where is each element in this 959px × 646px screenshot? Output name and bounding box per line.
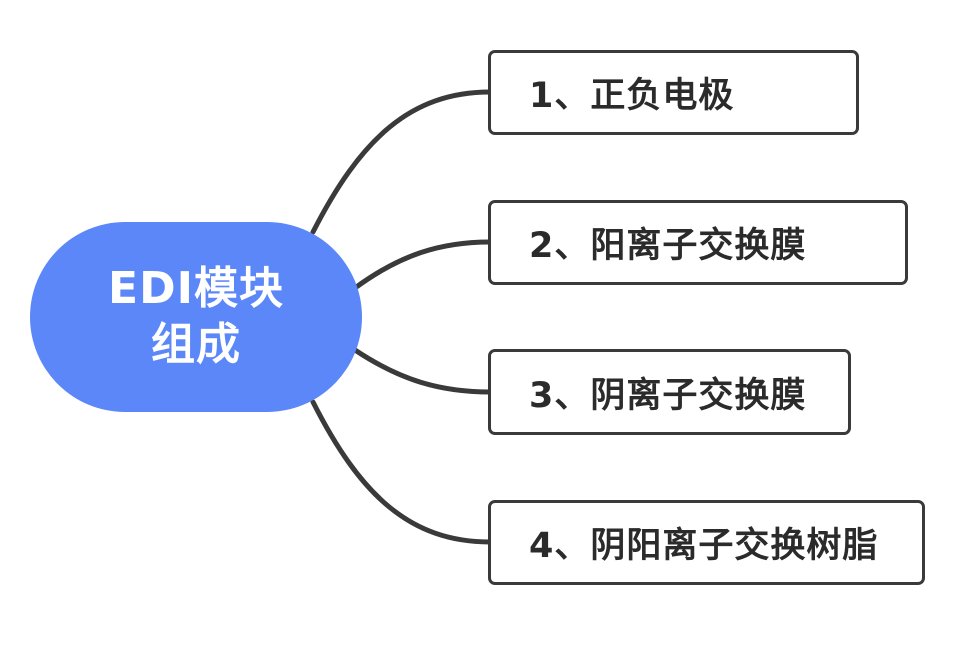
connector-2 [352,239,493,291]
child-node-ion-exchange-resin[interactable]: 4、阴阳离子交换树脂 [488,500,925,585]
child-node-label: 2、阳离子交换膜 [529,226,807,266]
connector-4 [310,399,493,545]
child-node-label: 3、阴离子交换膜 [529,375,807,416]
connector-1 [310,89,493,235]
root-title-line1: EDI模块 [108,263,284,314]
child-node-cation-membrane[interactable]: 2、阳离子交换膜 [488,200,908,285]
root-node[interactable]: EDI模块 组成 [30,222,362,412]
child-node-label: 4、阴阳离子交换树脂 [529,526,879,566]
child-node-label: 1、正负电极 [529,76,735,116]
root-title-line2: 组成 [151,319,241,370]
child-node-anion-membrane[interactable]: 3、阴离子交换膜 [488,349,851,435]
connector-3 [352,347,493,395]
child-node-electrodes[interactable]: 1、正负电极 [488,50,859,135]
